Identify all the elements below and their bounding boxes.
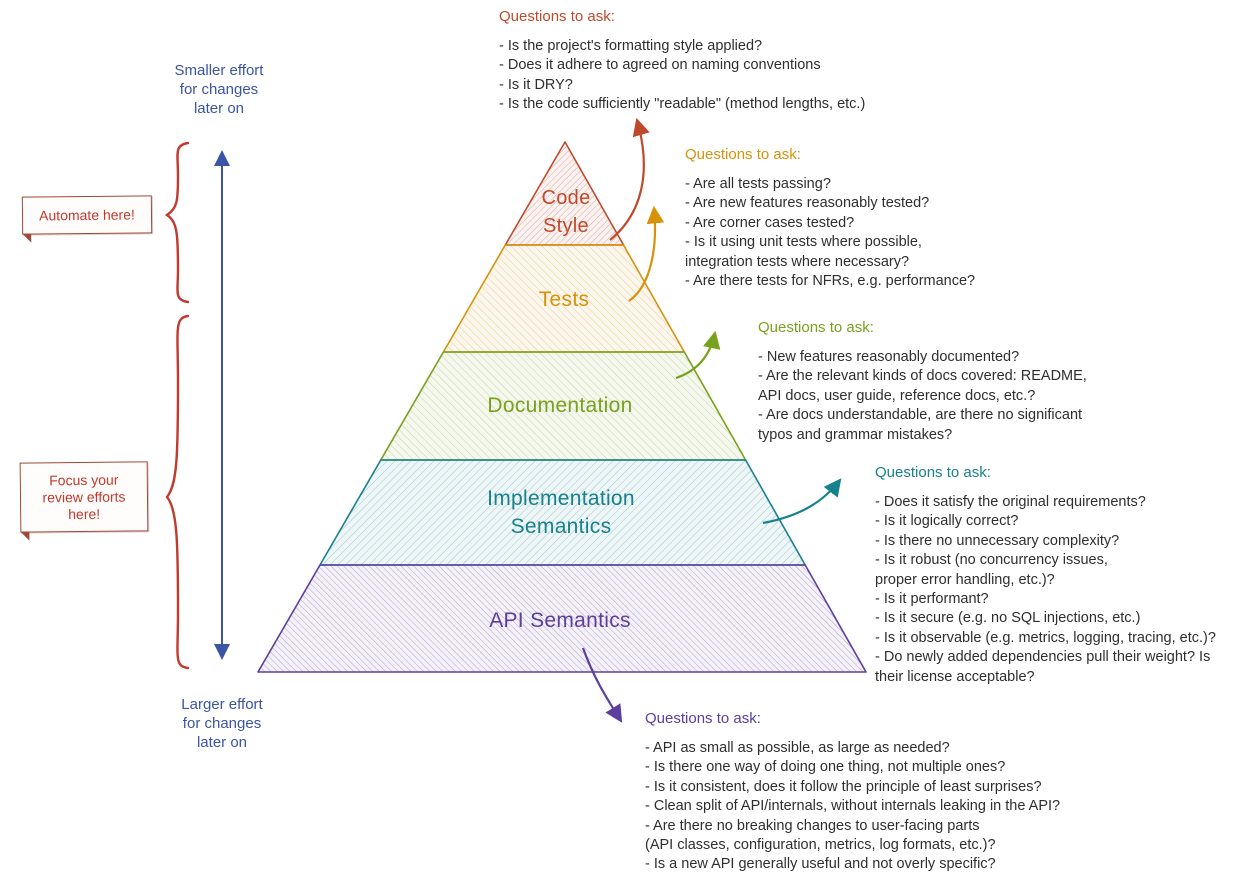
questions-list-documentation: - New features reasonably documented? - A… [758,348,1087,445]
question-line: - Is there no unnecessary complexity? [875,532,1120,549]
question-line: - Are all tests passing? [685,176,831,192]
question-line: - Are new features reasonably tested? [685,195,930,212]
question-line: - Is it performant? [875,591,989,608]
questions-list-tests: - Are all tests passing? - Are new featur… [685,175,975,291]
question-line: - Does it satisfy the original requireme… [875,494,1146,510]
automate-here-note: Automate here! [21,195,153,235]
question-line: typos and grammar mistakes? [758,426,953,443]
arrow-code-style [609,117,650,241]
arrow-api [581,647,623,723]
question-line: API docs, user guide, reference docs, et… [758,387,1036,404]
questions-block-api: Questions to ask: - API as small as poss… [645,709,1060,872]
question-line: - Is it DRY? [499,76,573,93]
smaller-effort-label: Smaller effort for changes later on [174,62,264,117]
questions-block-implementation: Questions to ask: - Does it satisfy the … [875,463,1216,687]
question-line: - Do newly added dependencies pull their… [875,649,1211,666]
question-line: integration tests where necessary? [685,253,910,270]
focus-review-note: Focus your review efforts here! [19,461,149,533]
questions-header-code-style: Questions to ask: [499,8,615,25]
question-line: - Are there no breaking changes to user-… [645,817,980,834]
question-line: - Does it adhere to agreed on naming con… [499,57,821,74]
question-line: - Is it logically correct? [875,513,1019,530]
pyramid-layer-label-documentation: Documentation [487,394,633,417]
pyramid-layer-label-tests: Tests [538,288,590,311]
pyramid-layer-api-shape [257,564,867,673]
pyramid-layer-label-code-style: Code Style [541,187,591,237]
question-line: - Are the relevant kinds of docs covered… [758,368,1087,385]
question-line: - Is it observable (e.g. metrics, loggin… [875,629,1216,646]
pyramid-layer-label-api-semantics: API Semantics [489,609,631,632]
questions-block-tests: Questions to ask: - Are all tests passin… [685,145,975,291]
questions-header-implementation: Questions to ask: [875,464,991,481]
question-line: - Is it secure (e.g. no SQL injections, … [875,610,1141,627]
questions-block-code-style: Questions to ask: - Is the project's for… [499,7,865,115]
question-line: their license acceptable? [875,668,1035,685]
questions-header-api: Questions to ask: [645,710,761,727]
questions-header-tests: Questions to ask: [685,146,801,163]
question-line: - Are corner cases tested? [685,214,855,231]
question-line: - Is it consistent, does it follow the p… [645,778,1042,795]
question-line: - Is the code sufficiently "readable" (m… [499,96,866,113]
question-line: - Are there tests for NFRs, e.g. perform… [685,273,976,290]
questions-list-code-style: - Is the project's formatting style appl… [499,37,865,115]
larger-effort-label: Larger effort for changes later on [181,696,263,751]
question-line: - Is it using unit tests where possible, [685,234,922,251]
question-line: - Clean split of API/internals, without … [645,798,1061,815]
question-line: proper error handling, etc.)? [875,571,1055,588]
question-line: - Is it robust (no concurrency issues, [875,552,1108,569]
brace-focus [165,314,190,670]
question-line: - Is the project's formatting style appl… [499,38,763,54]
pyramid-layer-label-implementation-semantics: Implementation Semantics [487,487,635,538]
question-line: - API as small as possible, as large as … [645,740,950,756]
questions-header-documentation: Questions to ask: [758,319,874,336]
brace-automate [164,141,190,304]
question-line: (API classes, configuration, metrics, lo… [645,837,996,854]
arrow-tests [628,205,665,302]
questions-list-api: - API as small as possible, as large as … [645,739,1060,872]
question-line: - Are docs understandable, are there no … [758,407,1083,424]
question-line: - Is there one way of doing one thing, n… [645,759,1006,776]
question-line: - New features reasonably documented? [758,349,1020,365]
questions-list-implementation: - Does it satisfy the original requireme… [875,493,1216,687]
question-line: - Is a new API generally useful and not … [645,856,996,872]
arrow-implementation [762,478,842,525]
arrow-documentation [675,330,721,380]
questions-block-documentation: Questions to ask: - New features reasona… [758,318,1087,445]
